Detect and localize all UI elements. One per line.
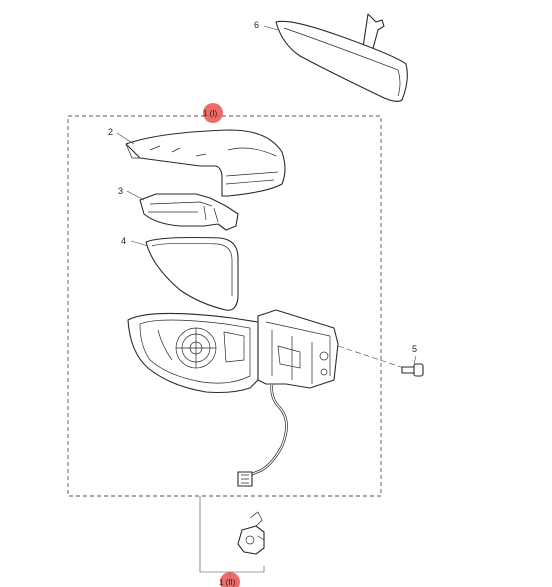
callout-6[interactable]: 6 (254, 20, 259, 30)
mirror-cap-part[interactable] (125, 129, 286, 197)
assembly-boundary (67, 115, 382, 497)
leader-3 (126, 190, 145, 201)
leader-2 (116, 132, 135, 145)
callout-4[interactable]: 4 (121, 236, 126, 246)
screw-part[interactable] (401, 363, 424, 377)
callout-1-ii[interactable]: 1 (II) (219, 578, 236, 587)
callout-1-i[interactable]: 1 (I) (203, 109, 218, 118)
interior-mirror-part[interactable] (275, 13, 408, 102)
mirror-housing-assembly[interactable] (127, 309, 339, 394)
callout-3[interactable]: 3 (118, 186, 123, 196)
leader-5 (413, 355, 417, 365)
wiring-harness (247, 383, 288, 478)
leader-4 (130, 240, 149, 247)
screw-axis-line (337, 345, 405, 369)
callout-5[interactable]: 5 (412, 344, 417, 354)
mirror-glass-part[interactable] (145, 236, 239, 311)
sub-assembly-part[interactable] (237, 511, 265, 555)
harness-connector[interactable] (237, 471, 253, 487)
callout-badge-1 (203, 103, 223, 123)
callout-2[interactable]: 2 (108, 127, 113, 137)
leader-6 (263, 25, 279, 31)
turn-signal-part[interactable] (139, 193, 239, 231)
callout-badge-1-ii (220, 572, 240, 587)
